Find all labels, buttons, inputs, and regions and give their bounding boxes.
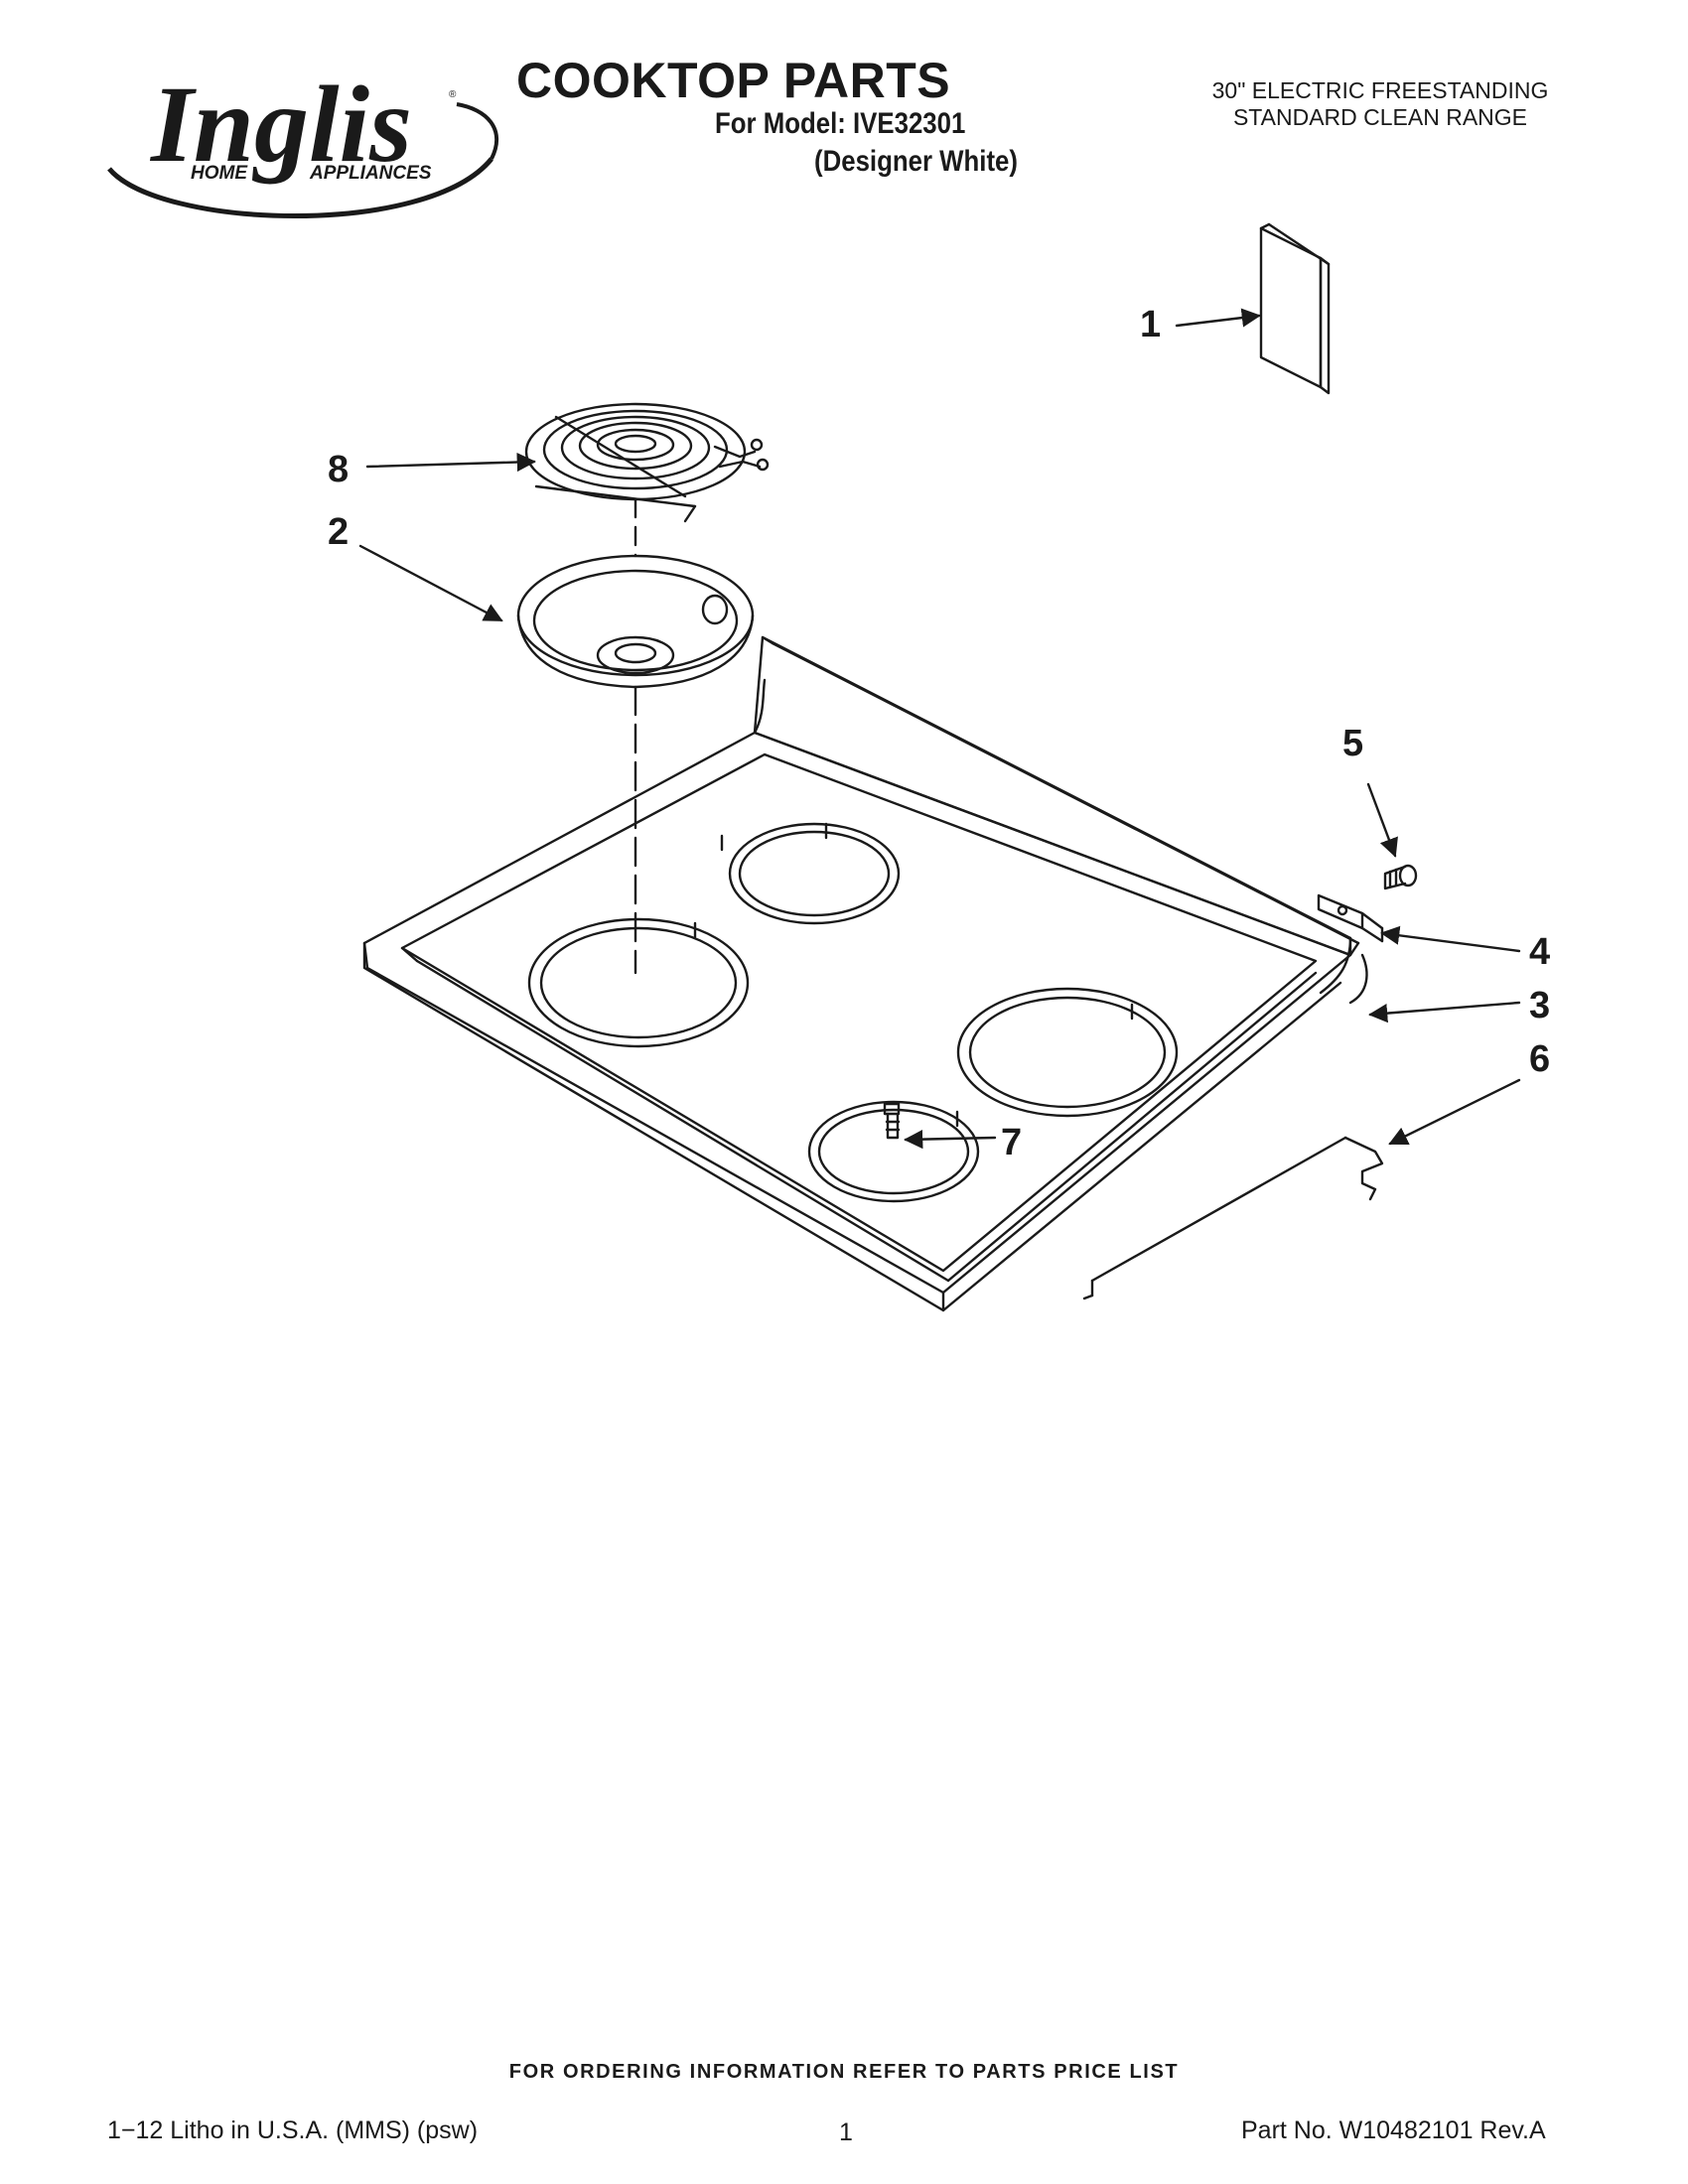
part-3-cooktop xyxy=(362,635,1368,1312)
brand-wordmark: Inglis xyxy=(149,64,412,185)
leader-4 xyxy=(1380,925,1521,953)
model-line: For Model: IVE32301 xyxy=(715,107,966,140)
callout-4: 4 xyxy=(1529,931,1551,973)
leader-5 xyxy=(1366,782,1398,858)
range-description-line2: STANDARD CLEAN RANGE xyxy=(1232,104,1528,130)
part-4-bracket xyxy=(1317,893,1384,943)
cooktop-exploded-diagram xyxy=(358,222,1521,1312)
callout-6: 6 xyxy=(1529,1038,1551,1080)
callout-7: 7 xyxy=(1001,1122,1023,1163)
callout-2: 2 xyxy=(328,511,350,553)
litho-note: 1−12 Litho in U.S.A. (MMS) (psw) xyxy=(107,2116,479,2144)
page-title: COOKTOP PARTS xyxy=(516,53,951,108)
part-2-drip-bowl xyxy=(516,554,755,689)
callout-8: 8 xyxy=(328,449,350,490)
brand-subtitle-home: HOME xyxy=(191,163,248,184)
page-number: 1 xyxy=(839,2118,853,2146)
part-1-plate xyxy=(1259,222,1331,395)
inglis-logo: Inglis HOME APPLIANCES ® xyxy=(107,64,498,218)
callout-5: 5 xyxy=(1342,723,1364,764)
leader-7 xyxy=(904,1130,997,1150)
part-5-screw xyxy=(1383,864,1418,890)
callout-3: 3 xyxy=(1529,985,1551,1026)
leader-1 xyxy=(1175,308,1261,328)
part-7-screw xyxy=(883,1102,901,1140)
ordering-note: FOR ORDERING INFORMATION REFER TO PARTS … xyxy=(508,2061,1180,2083)
svg-text:®: ® xyxy=(449,89,457,100)
part-6-rod xyxy=(1082,1136,1384,1300)
brand-subtitle-appliances: APPLIANCES xyxy=(309,163,432,184)
leader-2 xyxy=(358,544,503,622)
leader-3 xyxy=(1368,1001,1521,1024)
leader-8 xyxy=(365,452,536,473)
leader-6 xyxy=(1388,1078,1521,1146)
variant-line: (Designer White) xyxy=(814,145,1018,178)
part-number: Part No. W10482101 Rev.A xyxy=(1241,2116,1546,2144)
part-8-coil-element xyxy=(524,402,770,523)
range-description-line1: 30" ELECTRIC FREESTANDING xyxy=(1211,77,1549,103)
callout-1: 1 xyxy=(1140,304,1162,345)
